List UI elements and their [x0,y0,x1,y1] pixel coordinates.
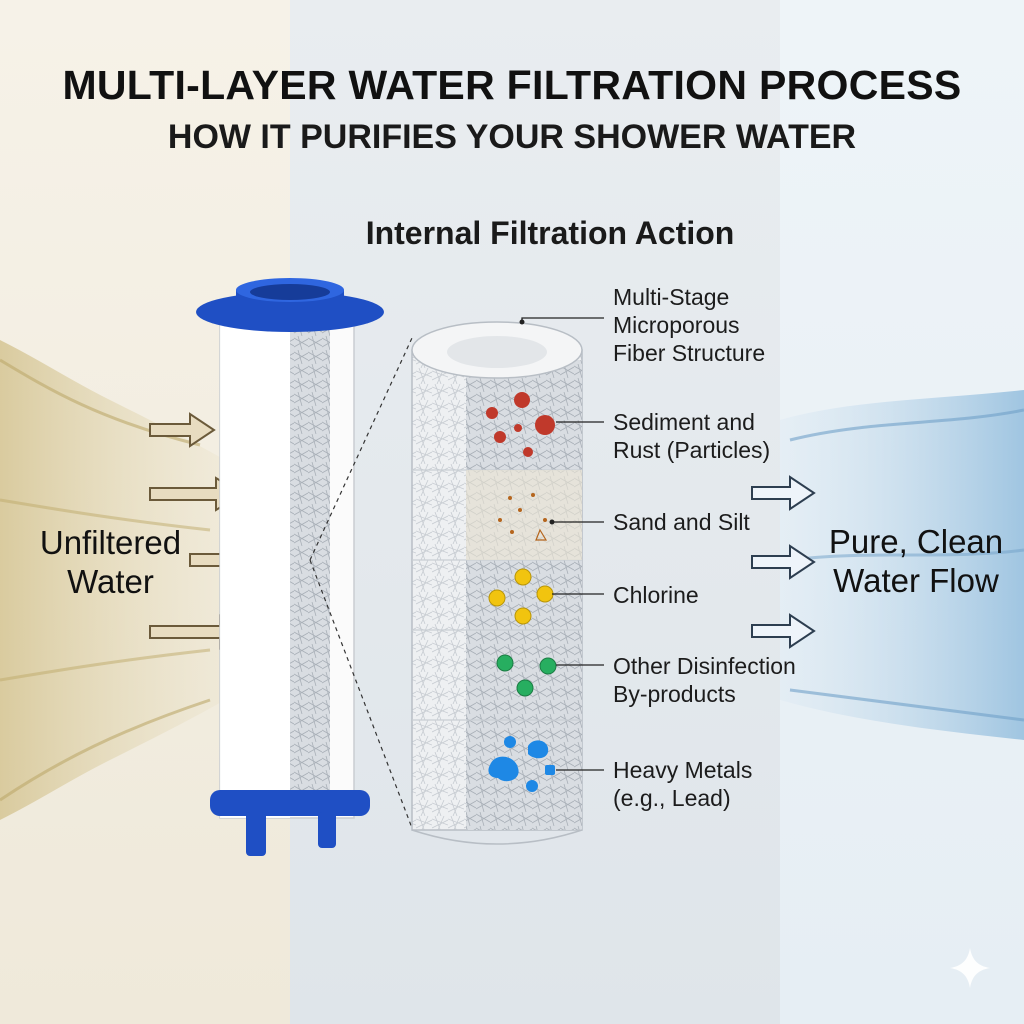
clean-water-label: Pure, Clean Water Flow [816,522,1016,600]
label-line: Water Flow [816,561,1016,600]
callout-line: Chlorine [613,581,699,609]
label-line: Water [28,562,193,601]
label-line: Pure, Clean [816,522,1016,561]
callout-line: Sand and Silt [613,508,750,536]
callout-line: By-products [613,680,796,708]
callout-line: Fiber Structure [613,339,765,367]
label-line: Unfiltered [28,523,193,562]
callout-heavy-metals: Heavy Metals (e.g., Lead) [613,756,752,812]
callout-line: Rust (Particles) [613,436,770,464]
callout-line: (e.g., Lead) [613,784,752,812]
filter-cartridge-icon [196,278,384,856]
callout-sand-silt: Sand and Silt [613,508,750,536]
callout-line: Heavy Metals [613,756,752,784]
callout-disinfection-byproducts: Other Disinfection By-products [613,652,796,708]
callout-chlorine: Chlorine [613,581,699,609]
callout-line: Multi-Stage [613,283,765,311]
callout-fiber-structure: Multi-Stage Microporous Fiber Structure [613,283,765,367]
unfiltered-water-label: Unfiltered Water [28,523,193,601]
callout-sediment-rust: Sediment and Rust (Particles) [613,408,770,464]
callout-line: Other Disinfection [613,652,796,680]
sparkle-icon [950,948,990,988]
callout-line: Microporous [613,311,765,339]
callout-line: Sediment and [613,408,770,436]
